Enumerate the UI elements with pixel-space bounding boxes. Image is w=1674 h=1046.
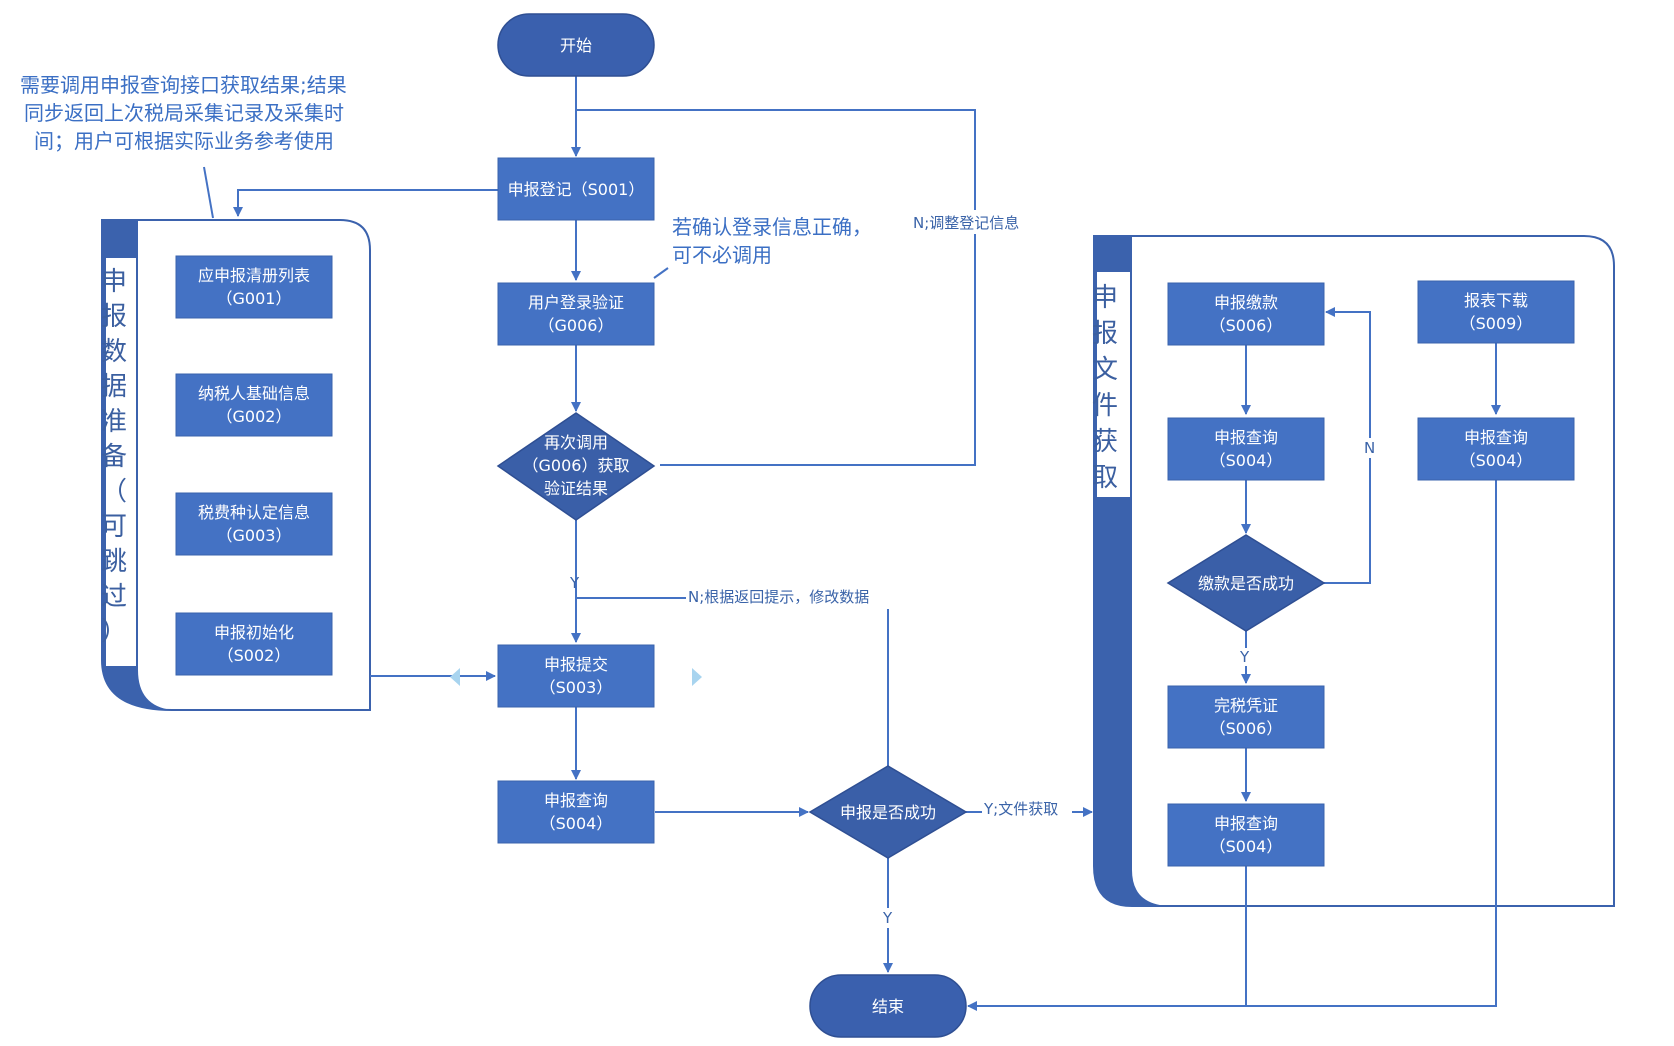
decision-declaration-success[interactable]: 申报是否成功 xyxy=(808,765,968,859)
svg-text:（: （ xyxy=(101,477,127,507)
process-s004-query-b[interactable]: 申报查询 （S004） xyxy=(1167,803,1325,867)
label-y-verify: Y xyxy=(569,574,580,592)
svg-text:完税凭证: 完税凭证 xyxy=(1214,696,1278,715)
process-s002-declaration-init[interactable]: 申报初始化 （S002） xyxy=(175,612,333,676)
svg-text:（S004）: （S004） xyxy=(540,814,613,833)
svg-text:纳税人基础信息: 纳税人基础信息 xyxy=(198,384,310,403)
svg-text:准: 准 xyxy=(101,407,127,437)
svg-text:备: 备 xyxy=(101,442,127,472)
process-g002-taxpayer-info[interactable]: 纳税人基础信息 （G002） xyxy=(175,373,333,437)
terminator-end[interactable]: 结束 xyxy=(809,974,967,1038)
process-s004-declaration-query[interactable]: 申报查询 （S004） xyxy=(497,780,655,844)
label-n-adjust: N;调整登记信息 xyxy=(913,214,1019,232)
svg-text:（S009）: （S009） xyxy=(1460,314,1533,333)
svg-text:验证结果: 验证结果 xyxy=(544,479,608,498)
label-y-pay: Y xyxy=(1239,648,1250,666)
svg-text:申报登记（S001）: 申报登记（S001） xyxy=(508,180,645,199)
label-y-end: Y xyxy=(882,909,893,927)
svg-text:开始: 开始 xyxy=(560,36,592,55)
edge-labels: N;调整登记信息 Y N;根据返回提示，修改数据 Y;文件获取 Y N Y xyxy=(569,210,1378,928)
group-title-left: 申 报 数 据 准 备 （ 可 跳 过 ） xyxy=(101,267,127,647)
group-title-right: 申 报 文 件 获 取 xyxy=(1092,283,1118,493)
svg-text:件: 件 xyxy=(1092,391,1118,421)
process-s001-declaration-register[interactable]: 申报登记（S001） xyxy=(497,157,655,221)
svg-text:申: 申 xyxy=(1092,283,1118,313)
svg-text:需要调用申报查询接口获取结果;结果: 需要调用申报查询接口获取结果;结果 xyxy=(20,73,347,97)
edge-s001-left-group xyxy=(233,189,498,217)
svg-text:申报提交: 申报提交 xyxy=(544,655,608,674)
annotation-top-left: 需要调用申报查询接口获取结果;结果 同步返回上次税局采集记录及采集时 间；用户可… xyxy=(20,73,347,153)
svg-text:报: 报 xyxy=(101,302,127,332)
svg-text:报表下载: 报表下载 xyxy=(1464,291,1528,310)
process-s009-report-download[interactable]: 报表下载 （S009） xyxy=(1417,280,1575,344)
svg-text:结束: 结束 xyxy=(872,997,904,1016)
svg-text:据: 据 xyxy=(101,372,127,402)
svg-text:申报初始化: 申报初始化 xyxy=(214,623,294,642)
process-g006-login-verify[interactable]: 用户登录验证 （G006） xyxy=(497,282,655,346)
svg-text:再次调用: 再次调用 xyxy=(544,433,608,452)
connector-handle-right xyxy=(692,668,702,686)
svg-text:跳: 跳 xyxy=(101,547,127,577)
svg-text:应申报清册列表: 应申报清册列表 xyxy=(198,266,310,285)
svg-text:申报查询: 申报查询 xyxy=(1214,814,1278,833)
connector-handle-left xyxy=(450,668,460,686)
svg-text:（S003）: （S003） xyxy=(540,678,613,697)
label-y-file: Y;文件获取 xyxy=(983,800,1058,818)
decision-verify-result[interactable]: 再次调用 （G006）获取 验证结果 xyxy=(496,412,656,521)
svg-text:可不必调用: 可不必调用 xyxy=(672,243,772,267)
svg-text:过: 过 xyxy=(101,582,127,612)
annotation-login-note: 若确认登录信息正确， 可不必调用 xyxy=(672,215,872,267)
svg-text:（G001）: （G001） xyxy=(217,289,292,308)
svg-text:取: 取 xyxy=(1092,463,1118,493)
decision-payment-success[interactable]: 缴款是否成功 xyxy=(1166,534,1326,632)
svg-text:税费种认定信息: 税费种认定信息 xyxy=(198,503,310,522)
svg-text:（S004）: （S004） xyxy=(1210,451,1283,470)
svg-text:缴款是否成功: 缴款是否成功 xyxy=(1198,574,1294,593)
label-n-modify: N;根据返回提示，修改数据 xyxy=(688,588,869,606)
svg-text:文: 文 xyxy=(1092,355,1118,385)
svg-text:（G003）: （G003） xyxy=(217,526,292,545)
process-s003-declaration-submit[interactable]: 申报提交 （S003） xyxy=(497,644,655,708)
svg-text:获: 获 xyxy=(1092,427,1118,457)
svg-text:申报查询: 申报查询 xyxy=(1464,428,1528,447)
process-s006-declaration-payment[interactable]: 申报缴款 （S006） xyxy=(1167,282,1325,346)
svg-text:数: 数 xyxy=(101,337,127,367)
process-g001-declaration-list[interactable]: 应申报清册列表 （G001） xyxy=(175,255,333,319)
edge-login-note-pointer xyxy=(653,267,669,279)
svg-text:申报查询: 申报查询 xyxy=(1214,428,1278,447)
svg-text:间；用户可根据实际业务参考使用: 间；用户可根据实际业务参考使用 xyxy=(34,129,334,153)
edge-s004c-end xyxy=(1246,480,1497,1007)
svg-text:（S004）: （S004） xyxy=(1460,451,1533,470)
svg-text:申: 申 xyxy=(101,267,127,297)
svg-text:申报查询: 申报查询 xyxy=(544,791,608,810)
edge-n-adjust xyxy=(576,109,976,466)
svg-text:）: ） xyxy=(101,617,127,647)
process-s004-query-c[interactable]: 申报查询 （S004） xyxy=(1417,417,1575,481)
process-s004-query-a[interactable]: 申报查询 （S004） xyxy=(1167,417,1325,481)
svg-text:若确认登录信息正确，: 若确认登录信息正确， xyxy=(672,215,872,239)
svg-text:（S002）: （S002） xyxy=(218,646,291,665)
svg-text:（S004）: （S004） xyxy=(1210,837,1283,856)
svg-text:同步返回上次税局采集记录及采集时: 同步返回上次税局采集记录及采集时 xyxy=(24,101,344,125)
svg-text:申报缴款: 申报缴款 xyxy=(1214,293,1278,312)
svg-text:可: 可 xyxy=(101,512,127,542)
svg-text:（G006）: （G006） xyxy=(539,316,614,335)
svg-text:报: 报 xyxy=(1092,319,1118,349)
process-s006-tax-certificate[interactable]: 完税凭证 （S006） xyxy=(1167,685,1325,749)
svg-text:（S006）: （S006） xyxy=(1210,719,1283,738)
process-g003-tax-type-info[interactable]: 税费种认定信息 （G003） xyxy=(175,492,333,556)
svg-text:（G006）获取: （G006）获取 xyxy=(523,456,630,475)
label-n-pay: N xyxy=(1364,439,1375,457)
svg-text:（G002）: （G002） xyxy=(217,407,292,426)
group-data-preparation: 申 报 数 据 准 备 （ 可 跳 过 ） xyxy=(101,219,371,711)
svg-text:（S006）: （S006） xyxy=(1210,316,1283,335)
terminator-start[interactable]: 开始 xyxy=(497,13,655,77)
svg-text:申报是否成功: 申报是否成功 xyxy=(840,803,936,822)
edge-annotation-pointer xyxy=(203,166,214,219)
svg-text:用户登录验证: 用户登录验证 xyxy=(528,293,624,312)
